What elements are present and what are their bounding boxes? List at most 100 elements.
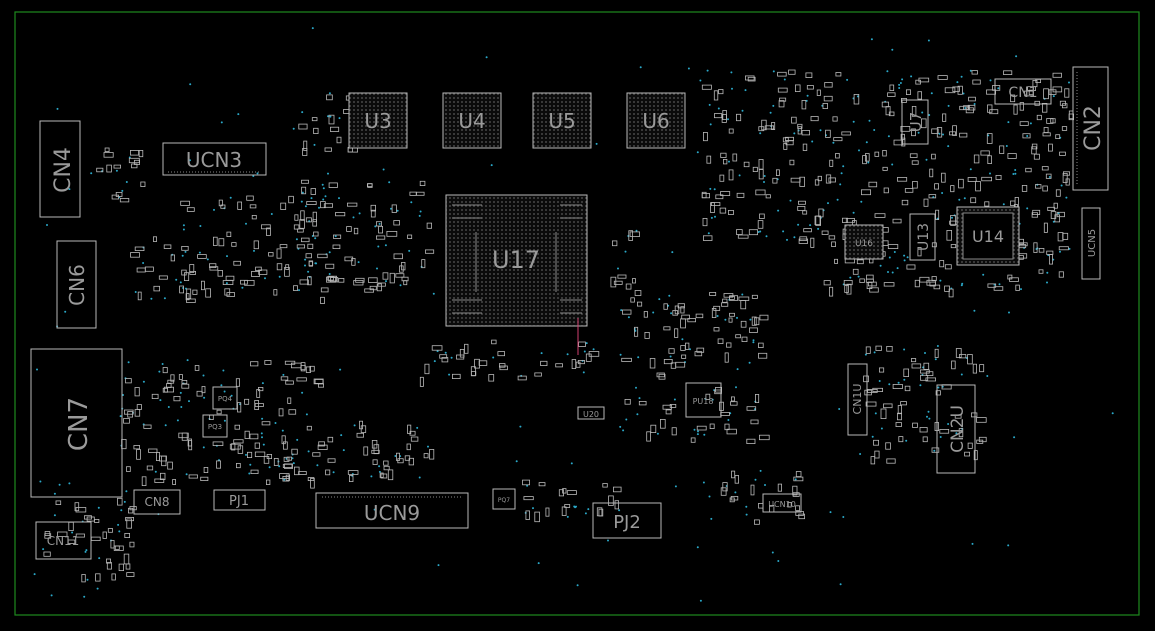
via — [731, 87, 733, 90]
via — [973, 103, 976, 105]
via — [702, 481, 705, 484]
passive-footprint — [672, 310, 678, 316]
passive-footprint — [723, 158, 728, 165]
via — [1005, 145, 1008, 147]
chip-u4[interactable]: U4 — [442, 92, 502, 149]
via — [934, 358, 937, 361]
connector-cn6[interactable]: CN6 — [56, 240, 97, 329]
chip-u17[interactable]: U17 — [445, 194, 588, 355]
via — [313, 143, 316, 146]
via — [1015, 55, 1018, 58]
passive-footprint — [364, 288, 375, 293]
chip-pq3[interactable]: PQ3 — [202, 414, 228, 438]
chip-u20[interactable]: U20 — [577, 406, 605, 420]
chip-pq7[interactable]: PQ7 — [492, 488, 516, 510]
via — [1068, 247, 1071, 250]
passive-footprint — [166, 383, 172, 388]
via — [301, 111, 304, 114]
passive-footprint — [141, 476, 147, 486]
passive-footprint — [665, 409, 672, 415]
connector-cn1u[interactable]: CN1U — [847, 363, 868, 436]
via — [382, 168, 385, 171]
via — [986, 375, 989, 377]
passive-footprint — [1033, 242, 1038, 253]
passive-footprint — [705, 393, 711, 400]
via — [879, 264, 882, 267]
chip-u13[interactable]: U13 — [909, 213, 936, 261]
connector-cn7[interactable]: CN7 — [30, 348, 123, 498]
passive-footprint — [726, 342, 732, 348]
via — [961, 282, 964, 285]
connector-ucn3[interactable]: UCN3 — [162, 142, 267, 176]
passive-footprint — [900, 126, 911, 132]
via — [33, 573, 36, 576]
passive-footprint — [795, 471, 802, 477]
passive-footprint — [470, 371, 477, 376]
passive-footprint — [226, 292, 235, 297]
passive-footprint — [967, 354, 973, 365]
connector-ucn5[interactable]: UCN5 — [1081, 207, 1101, 280]
via — [519, 425, 522, 428]
chip-u6[interactable]: U6 — [626, 92, 686, 149]
via — [307, 450, 310, 453]
connector-pj2[interactable]: PJ2 — [592, 502, 662, 539]
via — [39, 480, 42, 483]
via — [1065, 196, 1068, 199]
via — [639, 66, 642, 69]
passive-footprint — [336, 136, 342, 144]
via — [399, 284, 402, 287]
connector-cn2u[interactable]: CN2U — [936, 384, 976, 474]
chip-u5[interactable]: U5 — [532, 92, 592, 149]
passive-footprint — [746, 406, 757, 411]
via — [229, 196, 232, 199]
passive-footprint — [1022, 133, 1031, 139]
passive-footprint — [1031, 212, 1038, 218]
via — [225, 282, 228, 285]
via — [782, 230, 785, 233]
passive-footprint — [865, 153, 870, 162]
via — [324, 195, 327, 198]
connector-cn4[interactable]: CN4 — [39, 120, 81, 218]
connector-ucn3-label: UCN3 — [186, 148, 242, 172]
passive-footprint — [326, 94, 333, 101]
passive-footprint — [220, 204, 226, 209]
via — [64, 310, 67, 313]
via — [515, 460, 518, 463]
via — [184, 250, 187, 253]
passive-footprint — [1053, 202, 1058, 209]
via — [905, 439, 908, 442]
chip-pq4[interactable]: PQ4 — [212, 386, 238, 410]
via — [741, 109, 744, 112]
passive-footprint — [886, 345, 893, 352]
connector-ucn9[interactable]: UCN9 — [315, 492, 469, 529]
passive-footprint — [320, 201, 326, 209]
chip-u16[interactable]: U16 — [844, 224, 884, 260]
passive-footprint — [203, 466, 209, 473]
passive-footprint — [302, 147, 308, 156]
via — [924, 352, 926, 354]
passive-footprint — [114, 545, 120, 550]
chip-u7[interactable]: U7 — [901, 99, 929, 145]
connector-cn8[interactable]: CN8 — [133, 489, 181, 515]
chip-pu18[interactable]: PU18 — [685, 382, 722, 418]
via — [878, 380, 881, 382]
connector-cn11[interactable]: CN11 — [35, 521, 92, 560]
connector-ucn10[interactable]: UCN10 — [762, 493, 802, 513]
via — [998, 283, 1001, 286]
via — [298, 289, 300, 292]
connector-pj1[interactable]: PJ1 — [213, 489, 266, 511]
via — [607, 539, 609, 542]
passive-footprint — [835, 152, 840, 159]
via — [1013, 436, 1016, 439]
passive-footprint — [296, 244, 306, 249]
connector-cn1[interactable]: CN1 — [994, 78, 1052, 105]
chip-u14[interactable]: U14 — [956, 206, 1020, 266]
via — [1007, 121, 1010, 124]
passive-footprint — [903, 368, 909, 377]
passive-footprint — [823, 280, 831, 286]
chip-u4-label: U4 — [458, 109, 485, 133]
passive-footprint — [798, 513, 805, 520]
passive-footprint — [299, 279, 309, 285]
connector-cn2[interactable]: CN2 — [1072, 66, 1109, 191]
chip-u3[interactable]: U3 — [348, 92, 408, 149]
